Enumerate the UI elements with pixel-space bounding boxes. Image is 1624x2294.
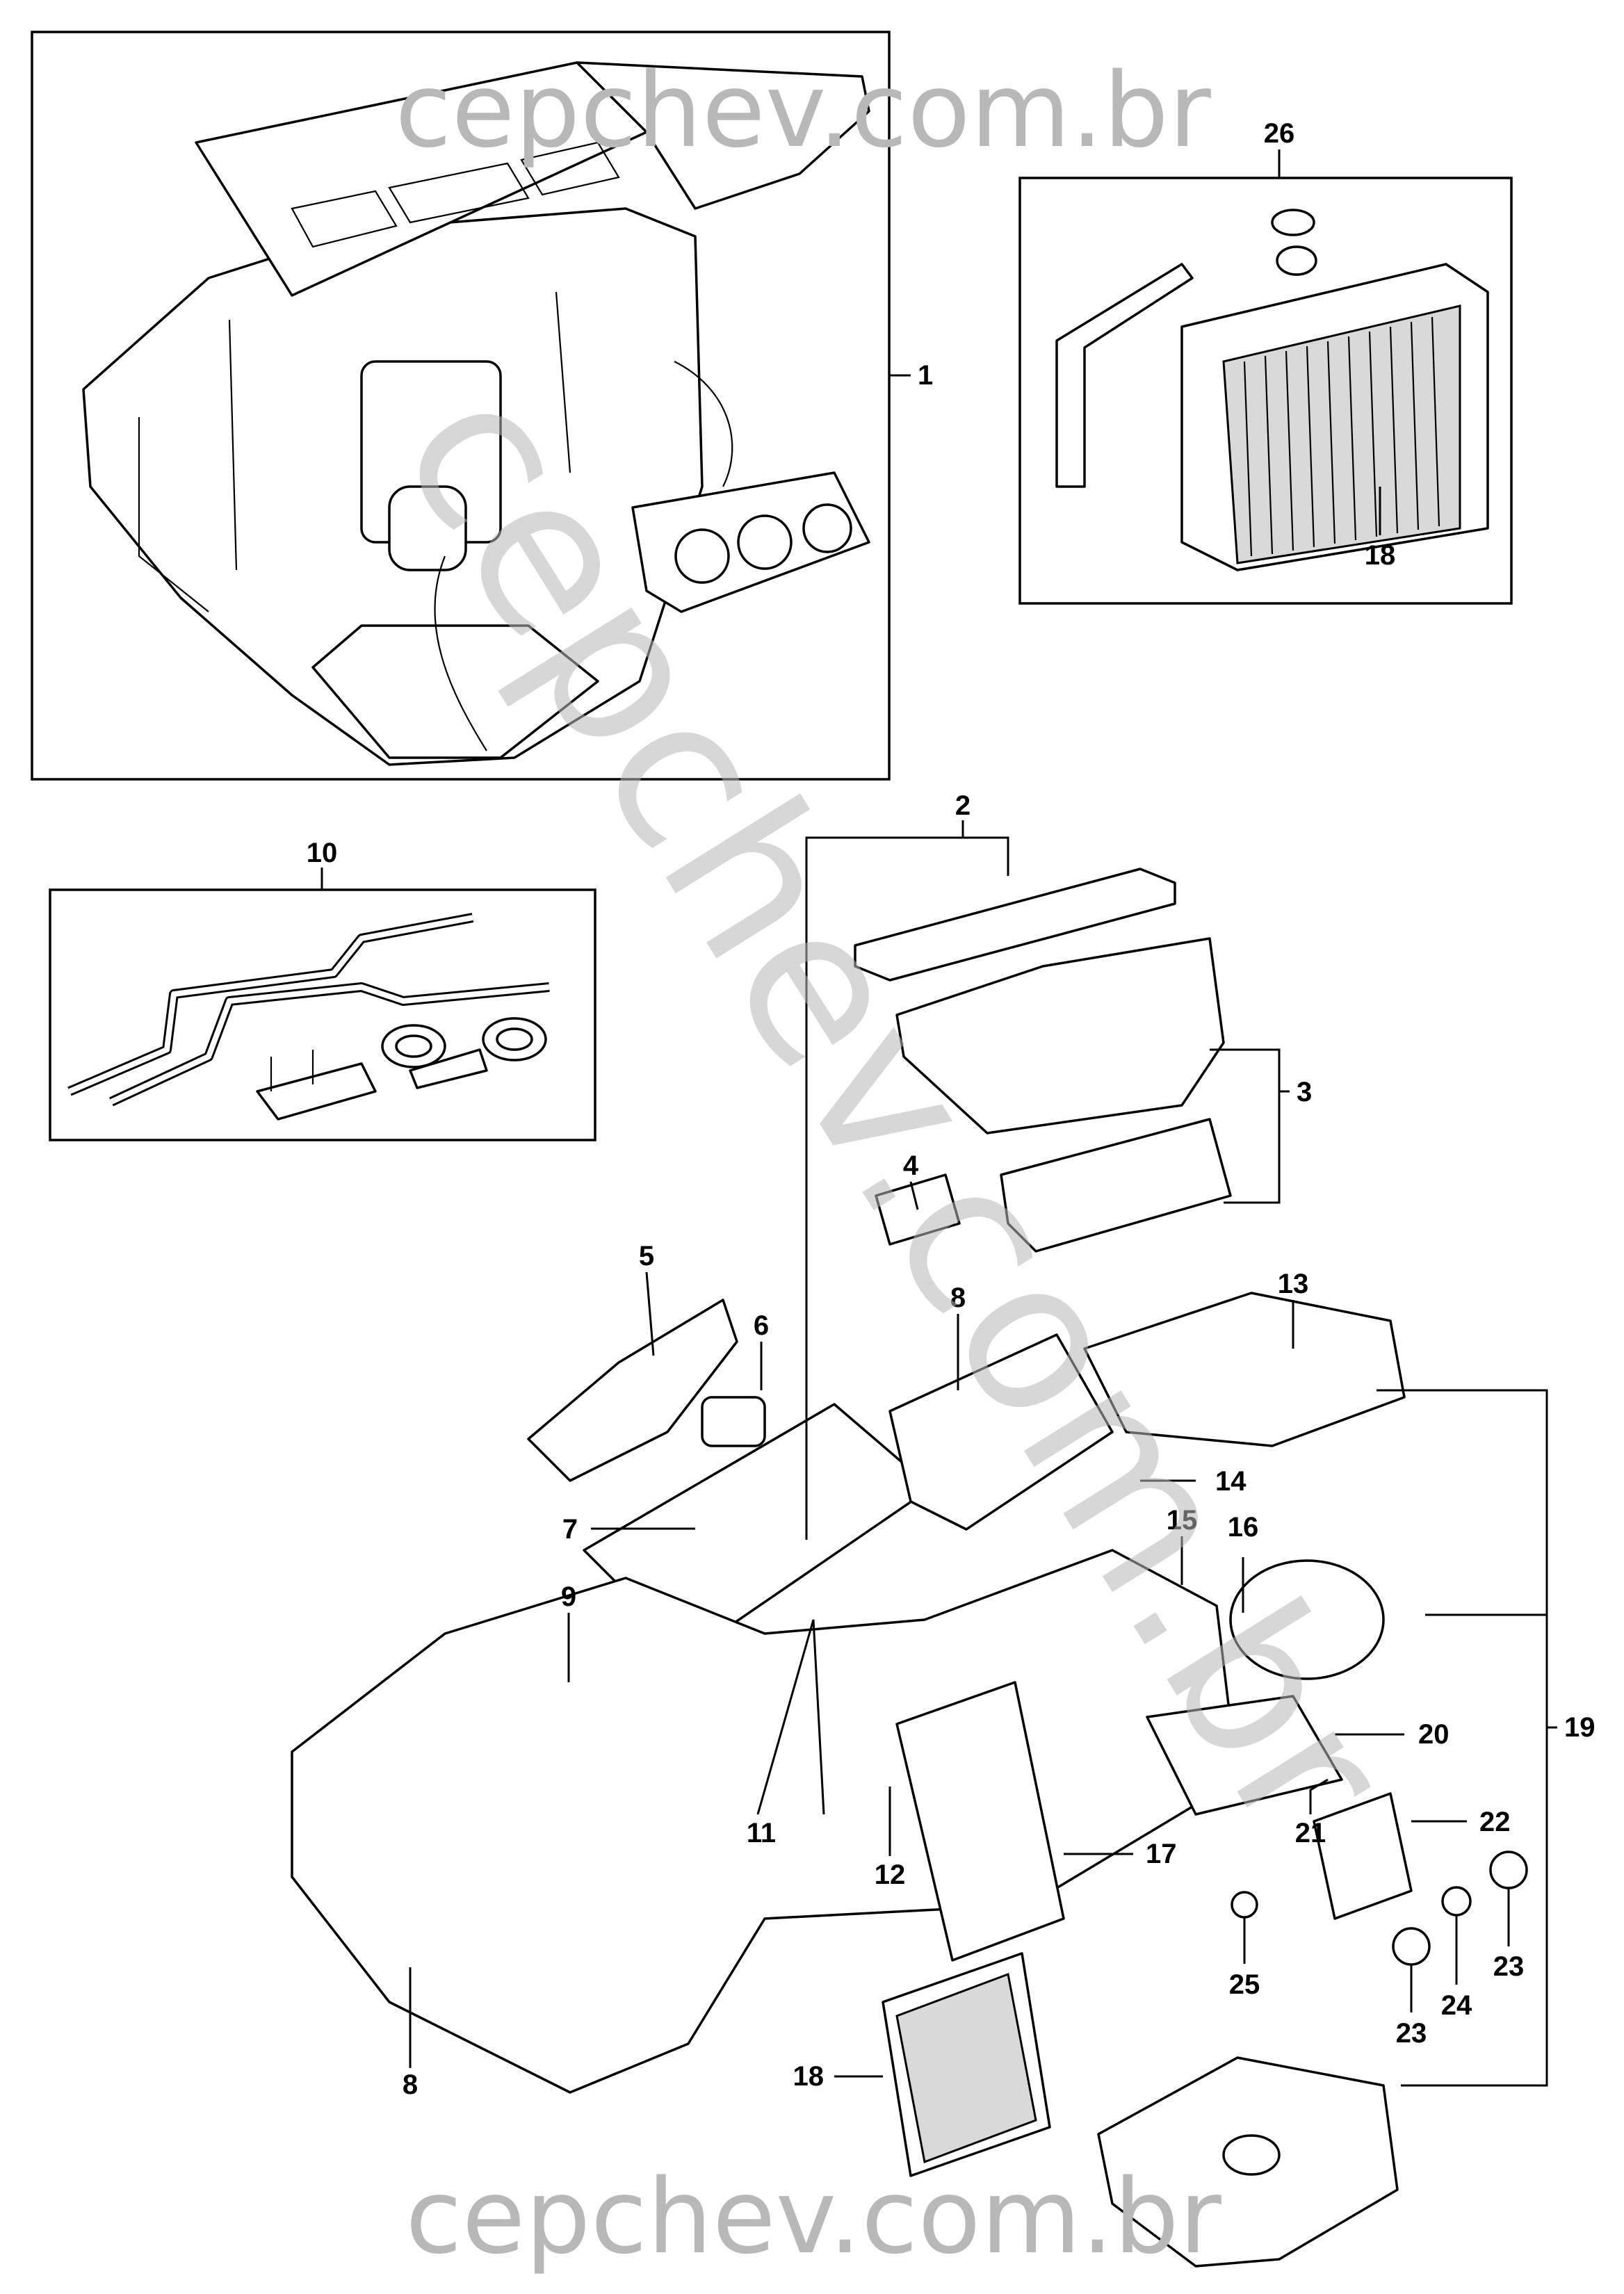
watermark-top: cepchev.com.br [395, 51, 1211, 170]
callout-25: 25 [1229, 1969, 1260, 2000]
callout-leaders [409, 820, 1557, 2087]
heater-core-kit-panel [1018, 177, 1513, 605]
callout-20: 20 [1418, 1719, 1450, 1750]
watermark-bottom: cepchev.com.br [405, 2157, 1221, 2277]
callout-19: 19 [1564, 1712, 1595, 1743]
callout-5: 5 [639, 1241, 654, 1271]
hvac-module-illustration [82, 61, 870, 766]
callout-23-right: 23 [1493, 1951, 1525, 1982]
callout-10: 10 [307, 838, 338, 868]
callout-23-left: 23 [1396, 2018, 1427, 2049]
callout-11: 11 [747, 1818, 776, 1848]
callout-21: 21 [1295, 1818, 1326, 1848]
callout-3: 3 [1297, 1077, 1312, 1107]
exploded-housing-illustration [291, 868, 1528, 2268]
callout-labels: 1 2 3 4 5 6 7 8 8 9 10 11 12 13 14 15 16… [307, 118, 1595, 2100]
heater-core-kit-illustration [1055, 209, 1489, 571]
pipe-kit-illustration [67, 913, 550, 1121]
callout-13: 13 [1278, 1269, 1309, 1299]
callout-12: 12 [875, 1860, 906, 1890]
callout-14: 14 [1215, 1466, 1247, 1497]
callout-18-filter: 18 [793, 2061, 825, 2092]
hvac-assembly-panel [31, 31, 891, 781]
callout-9: 9 [561, 1581, 576, 1612]
callout-15: 15 [1167, 1505, 1198, 1536]
callout-24: 24 [1441, 1990, 1472, 2021]
callout-2: 2 [955, 790, 971, 821]
callout-8-lower: 8 [403, 2069, 418, 2100]
callout-6: 6 [754, 1310, 769, 1341]
callout-7: 7 [562, 1514, 578, 1545]
callout-26: 26 [1264, 118, 1295, 149]
callout-4: 4 [903, 1150, 919, 1181]
callout-18-kit: 18 [1365, 540, 1396, 571]
callout-16: 16 [1228, 1512, 1259, 1543]
callout-8-upper: 8 [950, 1283, 966, 1313]
callout-22: 22 [1479, 1807, 1511, 1837]
callout-17: 17 [1146, 1839, 1177, 1869]
callout-1: 1 [918, 360, 933, 391]
